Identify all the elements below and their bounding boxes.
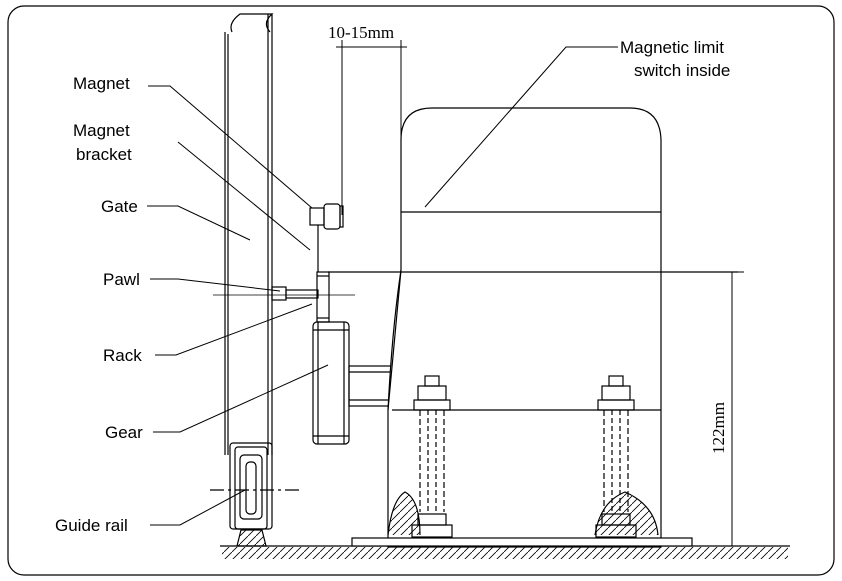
label-magnet-bracket-line1: Magnet — [73, 121, 130, 140]
drive-shaft — [348, 365, 392, 407]
label-magnet: Magnet — [73, 74, 130, 93]
anchor-bolt-right — [595, 375, 637, 538]
height-dimension — [726, 271, 744, 547]
pawl — [213, 286, 355, 301]
label-magnet-bracket-line2: bracket — [76, 145, 132, 164]
guide-rail-wheel — [210, 442, 302, 547]
label-pawl: Pawl — [103, 270, 140, 289]
label-gear: Gear — [105, 423, 143, 442]
label-gate: Gate — [101, 197, 138, 216]
outer-border — [7, 5, 835, 576]
motor-housing — [328, 107, 738, 548]
leader-lines — [147, 46, 618, 526]
anchor-bolt-left — [411, 375, 453, 538]
label-rack: Rack — [103, 346, 142, 365]
label-guide-rail: Guide rail — [55, 516, 128, 535]
gear — [312, 321, 350, 445]
magnet — [309, 203, 344, 230]
label-gap-dimension: 10-15mm — [328, 23, 394, 42]
label-height-dimension: 122mm — [709, 402, 728, 454]
rack — [316, 271, 330, 323]
label-limit-switch-line1: Magnetic limit — [620, 38, 724, 57]
ground — [220, 545, 790, 559]
gate-post — [224, 13, 274, 455]
gap-dimension — [336, 40, 407, 250]
label-limit-switch-line2: switch inside — [634, 61, 730, 80]
